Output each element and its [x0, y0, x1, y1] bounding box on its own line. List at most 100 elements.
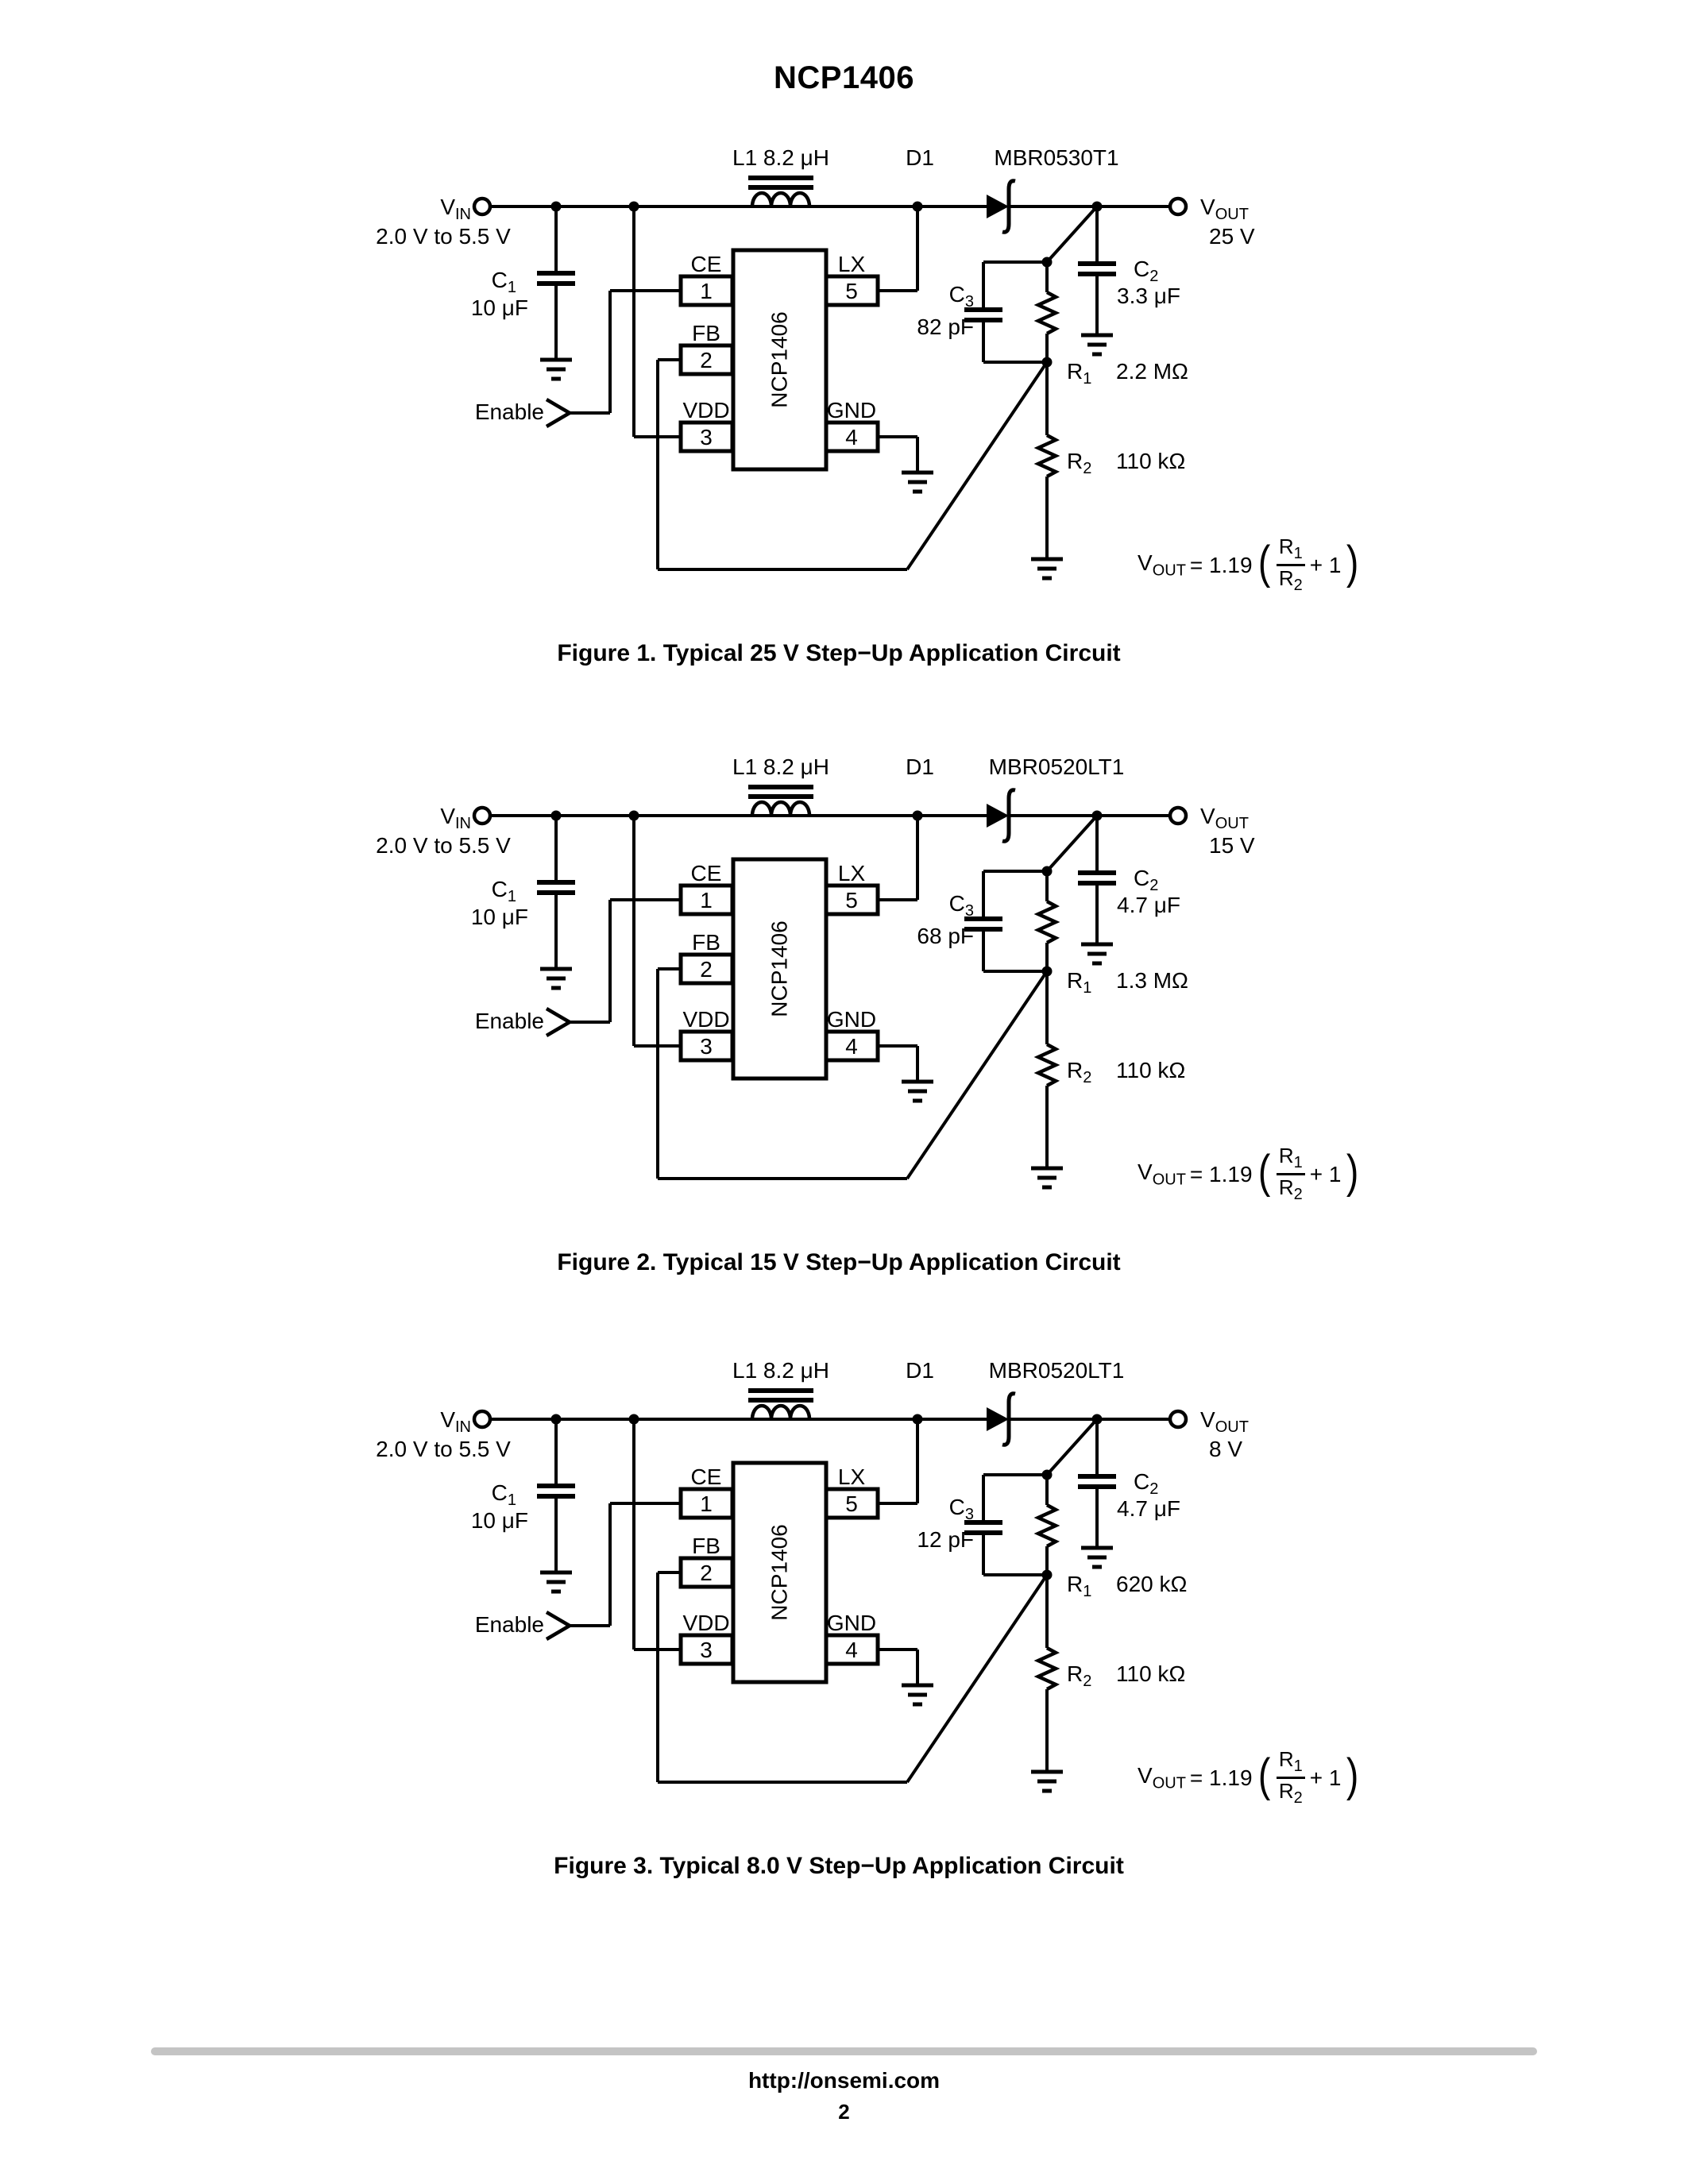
c2-value-label: 3.3 μF	[1117, 284, 1180, 308]
vout-label: VOUT	[1200, 804, 1249, 832]
pin-ce-number: 1	[700, 279, 713, 303]
formula-lhs: VOUT	[1138, 1762, 1186, 1792]
pin-fb-box	[678, 343, 735, 376]
circuit-schematic: NCP1406 CE 1 FB 2 VDD 3 LX 5 GND 4 L1 8.…	[376, 1358, 1249, 1861]
ic-name-label: NCP1406	[767, 311, 792, 407]
wires	[489, 1418, 1170, 1784]
pin-lx-label: LX	[838, 252, 866, 276]
formula-lhs: VOUT	[1138, 1159, 1186, 1189]
vin-terminal	[472, 1409, 492, 1430]
figure-2: NCP1406 CE 1 FB 2 VDD 3 LX 5 GND 4 L1 8.…	[357, 749, 1374, 1305]
pin-gnd-number: 4	[845, 1034, 858, 1059]
r2-resistor-symbol	[1038, 1044, 1056, 1086]
c2-value-label: 4.7 μF	[1117, 893, 1180, 917]
c2-capacitor-symbol	[1078, 264, 1116, 274]
diode-ref-label: D1	[906, 1358, 934, 1383]
c2-ref-label: C2	[1134, 866, 1158, 894]
pin-ce-number: 1	[700, 888, 713, 913]
diode-part-label: MBR0530T1	[994, 145, 1118, 170]
r2-value-label: 110 kΩ	[1116, 449, 1185, 473]
c3-ref-label: C3	[949, 891, 974, 920]
ic-ground-icon	[902, 473, 933, 492]
footer-divider	[151, 2047, 1537, 2055]
pin-lx-box	[824, 274, 880, 307]
pin-vdd-box	[678, 1633, 735, 1666]
pin-ce-label: CE	[691, 1464, 722, 1489]
c1-ref-label: C1	[492, 877, 516, 905]
pin-vdd-box	[678, 1029, 735, 1063]
r2-resistor-symbol	[1038, 1648, 1056, 1689]
c1-capacitor-symbol	[537, 273, 575, 284]
r1-value-label: 2.2 MΩ	[1116, 359, 1188, 384]
pin-fb-box	[678, 1556, 735, 1589]
pin-vdd-box	[678, 420, 735, 453]
c2-ground-icon	[1081, 944, 1113, 963]
c2-capacitor-symbol	[1078, 873, 1116, 883]
vout-value-label: 8 V	[1209, 1437, 1242, 1461]
r2-ref-label: R2	[1067, 449, 1091, 477]
figure-caption: Figure 1. Typical 25 V Step−Up Applicati…	[557, 640, 1121, 666]
vin-label: VIN	[440, 1407, 471, 1436]
enable-label: Enable	[475, 1009, 544, 1033]
pin-fb-box	[678, 952, 735, 986]
wires	[489, 205, 1170, 571]
footer-url-link[interactable]: http://onsemi.com	[747, 2068, 941, 2093]
pin-gnd-number: 4	[845, 425, 858, 450]
formula-eq: = 1.19	[1189, 1161, 1253, 1187]
figure-1: NCP1406 CE 1 FB 2 VDD 3 LX 5 GND 4 L1 8.…	[357, 140, 1374, 696]
vout-terminal	[1168, 1409, 1188, 1430]
c2-capacitor-symbol	[1078, 1476, 1116, 1487]
diode-symbol	[987, 1391, 1016, 1447]
circuit-schematic: NCP1406 CE 1 FB 2 VDD 3 LX 5 GND 4 L1 8.…	[376, 145, 1255, 648]
junction-dots	[550, 201, 1103, 368]
pin-vdd-number: 3	[700, 1638, 713, 1662]
formula-fraction: R1 R2	[1276, 1144, 1305, 1204]
pin-gnd-number: 4	[845, 1638, 858, 1662]
pin-ce-box	[678, 274, 735, 307]
c1-value-label: 10 μF	[471, 1508, 528, 1533]
pin-gnd-label: GND	[827, 1611, 876, 1635]
formula-plus-one: + 1	[1309, 552, 1342, 577]
vout-formula: VOUT = 1.19 ( R1 R2 + 1 )	[1138, 534, 1361, 595]
vout-label: VOUT	[1200, 1407, 1249, 1436]
pin-gnd-label: GND	[827, 398, 876, 423]
pin-fb-label: FB	[692, 321, 720, 345]
enable-label: Enable	[475, 1612, 544, 1637]
c1-value-label: 10 μF	[471, 295, 528, 320]
r1-value-label: 1.3 MΩ	[1116, 968, 1188, 993]
formula-open-paren: (	[1257, 1145, 1270, 1198]
ic-block: NCP1406	[678, 1461, 880, 1684]
c2-ref-label: C2	[1134, 257, 1158, 285]
r1-resistor-symbol	[1038, 1505, 1056, 1546]
vout-formula: VOUT = 1.19 ( R1 R2 + 1 )	[1138, 1144, 1361, 1204]
ic-ground-icon	[902, 1082, 933, 1101]
ic-block: NCP1406	[678, 857, 880, 1081]
c1-ref-label: C1	[492, 268, 516, 296]
pin-gnd-box	[824, 1633, 880, 1666]
formula-open-paren: (	[1257, 1749, 1270, 1801]
vin-label: VIN	[440, 804, 471, 832]
pin-lx-label: LX	[838, 861, 866, 886]
pin-fb-number: 2	[700, 348, 713, 372]
pin-lx-number: 5	[845, 1491, 858, 1516]
inductor-symbol	[748, 785, 813, 816]
r1-resistor-symbol	[1038, 292, 1056, 334]
footer-page-number: 2	[838, 2100, 850, 2124]
formula-denominator: R2	[1278, 1779, 1303, 1808]
figure-3: NCP1406 CE 1 FB 2 VDD 3 LX 5 GND 4 L1 8.…	[357, 1352, 1374, 1908]
c3-value-label: 68 pF	[917, 924, 974, 948]
c1-capacitor-symbol	[537, 1486, 575, 1496]
pin-lx-box	[824, 883, 880, 916]
circuit-schematic: NCP1406 CE 1 FB 2 VDD 3 LX 5 GND 4 L1 8.…	[376, 754, 1255, 1257]
r1-ref-label: R1	[1067, 359, 1091, 388]
pin-fb-label: FB	[692, 930, 720, 955]
inductor-label: L1 8.2 μH	[732, 754, 829, 779]
c1-value-label: 10 μF	[471, 905, 528, 929]
vout-value-label: 25 V	[1209, 224, 1255, 249]
diode-ref-label: D1	[906, 145, 934, 170]
figure-caption: Figure 2. Typical 15 V Step−Up Applicati…	[557, 1249, 1121, 1275]
vin-label: VIN	[440, 195, 471, 223]
c1-ground-icon	[540, 360, 572, 379]
r1-ref-label: R1	[1067, 968, 1091, 997]
